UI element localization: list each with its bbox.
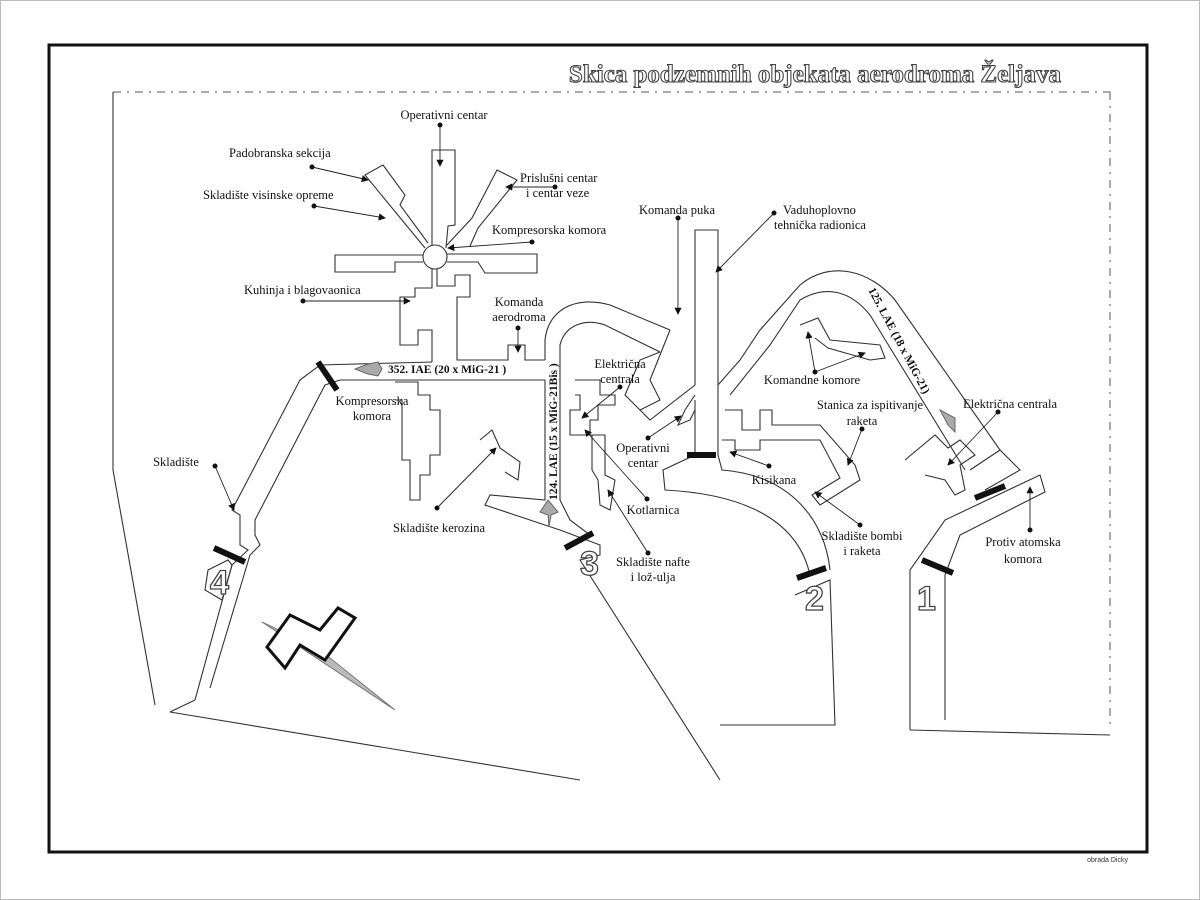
label-protiv-atomska: Protiv atomska (985, 535, 1061, 549)
label-elektricna-centrala-right: Električna centrala (963, 397, 1057, 411)
label-kisikana: Kisikana (752, 473, 797, 487)
terrain-boundary (112, 91, 1111, 781)
leader-lines (212, 122, 1034, 556)
entrance-1-number: 1 (917, 580, 936, 618)
label-skladiste-kerozina: Skladište kerozina (393, 521, 485, 535)
credit: obrada Dicky (1087, 857, 1128, 864)
label-protiv-atomska-2: komora (1004, 552, 1043, 566)
label-skladiste: Skladište (153, 455, 199, 469)
title: Skica podzemnih objekata aerodroma Želja… (569, 60, 1062, 88)
entrance-4-number: 4 (210, 564, 229, 602)
label-elektricna-centrala: Električna (594, 357, 646, 371)
unit-125-lae: 125. LAE (18 x MiG-21) (865, 286, 931, 396)
aircraft-icon (539, 499, 559, 528)
blast-door-4b (212, 545, 247, 565)
label-elektricna-centrala-2: centrala (600, 372, 640, 386)
label-vaduhoplovno: Vaduhoplovno (783, 203, 856, 217)
label-kompresorska-komora-2b: komora (353, 409, 392, 423)
label-stanica-raketa: raketa (847, 414, 878, 428)
blast-door-1 (920, 557, 955, 576)
label-kotlarnica: Kotlarnica (627, 503, 680, 517)
frame (47, 43, 1149, 854)
label-skladiste-nafte: Skladište nafte (616, 555, 690, 569)
label-skladiste-nafte-2: i lož-ulja (631, 570, 676, 584)
aircraft-icon (353, 361, 383, 377)
tunnel-2: 2 (624, 229, 1001, 726)
blast-door-2 (796, 565, 827, 581)
label-kompresorska-komora: Kompresorska komora (492, 223, 607, 237)
label-kuhinja: Kuhinja i blagovaonica (244, 283, 361, 297)
label-komandne-komore: Komandne komore (764, 373, 861, 387)
blast-door-4 (315, 360, 340, 392)
label-komanda-aerodroma-2: aerodroma (492, 310, 546, 324)
entrance-2-number: 2 (805, 580, 824, 618)
label-stanica-za-ispitivanje: Stanica za ispitivanje (817, 398, 924, 412)
unit-352-iae: 352. IAE (20 x MiG-21 ) (388, 364, 506, 376)
north-arrow-icon (261, 606, 396, 711)
room-labels: Operativni centar Padobranska sekcija Sk… (153, 108, 1061, 584)
label-prisluhni-centar: Prislušni centar (520, 171, 598, 185)
label-skladiste-visinske-opreme: Skladište visinske opreme (203, 188, 334, 202)
aircraft-icon (938, 408, 956, 434)
unit-124-lae: 124. LAE (15 x MiG-21Bis ) (548, 363, 560, 500)
label-operativni-centar-2b: centar (628, 456, 659, 470)
label-tehnicka-radionica: tehnička radionica (774, 218, 866, 232)
label-operativni-centar: Operativni centar (400, 108, 488, 122)
label-skladiste-bombi-2: i raketa (843, 544, 881, 558)
label-komanda-puka: Komanda puka (639, 203, 715, 217)
label-kompresorska-komora-2: Kompresorska (336, 394, 409, 408)
tunnel-3: 3 (479, 301, 721, 781)
label-komanda-aerodroma: Komanda (495, 295, 544, 309)
tunnel-4: 4 (169, 360, 545, 713)
blast-door-1b (973, 483, 1007, 501)
blast-door-3 (563, 530, 595, 551)
label-skladiste-bombi: Skladište bombi (822, 529, 903, 543)
entrance-3-number: 3 (580, 545, 599, 583)
label-operativni-centar-2: Operativni (616, 441, 670, 455)
label-centar-veze: i centar veze (526, 186, 590, 200)
tunnel-1: 1 (904, 434, 1046, 730)
label-padobranska-sekcija: Padobranska sekcija (229, 146, 331, 160)
command-complex (334, 149, 545, 501)
